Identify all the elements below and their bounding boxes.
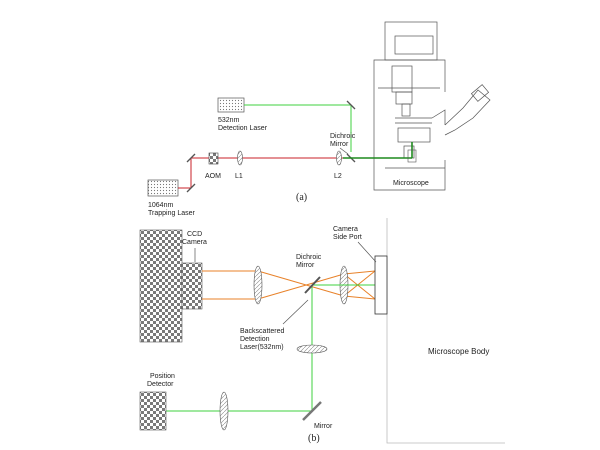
aom-label: AOM [205,173,221,180]
microscope-drawing [373,21,491,191]
trapping-laser-name-label: Trapping Laser [148,210,195,217]
dichroic-label-b1: Dichroic [296,254,322,261]
dichroic-label-a1: Dichroic [330,133,356,140]
trapping-laser-box [147,179,179,197]
backscatter-label-3: Laser(532nm) [240,344,284,351]
microscope-body-outline [386,218,505,444]
position-detector-label-1: Position [150,373,175,380]
trapping-beam [178,157,343,189]
lens-l2-label: L2 [334,173,342,180]
imaging-beams [202,270,376,300]
ccd-label-2: Camera [182,239,207,246]
dichroic-mirror-b [304,276,321,294]
side-port-label-2: Side Port [333,234,362,241]
ccd-camera-body [139,229,183,343]
ccd-label-1: CCD [187,231,202,238]
position-detector-label-2: Detector [147,381,174,388]
position-detector [139,391,167,431]
side-port-label-1: Camera [333,226,358,233]
mirror-label: Mirror [314,423,333,430]
imaging-lens [253,265,263,305]
detection-laser-name-label: Detection Laser [218,125,268,132]
dichroic-label-a2: Mirror [330,141,349,148]
detection-laser-box [217,97,245,113]
backscatter-lens [296,344,328,354]
microscope-label: Microscope [393,180,429,187]
lens-l1-label: L1 [235,173,243,180]
microscope-body-label: Microscope Body [428,347,489,356]
caption-a: (a) [296,192,307,203]
steering-mirror-top [346,100,356,110]
panel-b: Microscope Body CCD Camera [139,218,505,444]
panel-a: 532nm Detection Laser 1064nm Trapping La… [147,21,491,217]
detection-laser-wavelength-label: 532nm [218,117,240,124]
lower-mirror [302,401,322,421]
steering-mirror-bottom [186,183,196,193]
backscatter-label-2: Detection [240,336,270,343]
backscatter-label-1: Backscattered [240,328,284,335]
aom-box [208,152,219,165]
microscope-port [407,149,417,163]
trapping-laser-wavelength-label: 1064nm [148,202,173,209]
camera-side-port [374,255,388,315]
steering-mirror-upper [186,153,196,163]
ccd-camera-front [181,262,203,310]
caption-b: (b) [308,433,320,444]
dichroic-label-b2: Mirror [296,262,315,269]
lens-l2 [336,150,342,166]
detector-lens [219,391,229,431]
lens-l1 [237,150,243,166]
